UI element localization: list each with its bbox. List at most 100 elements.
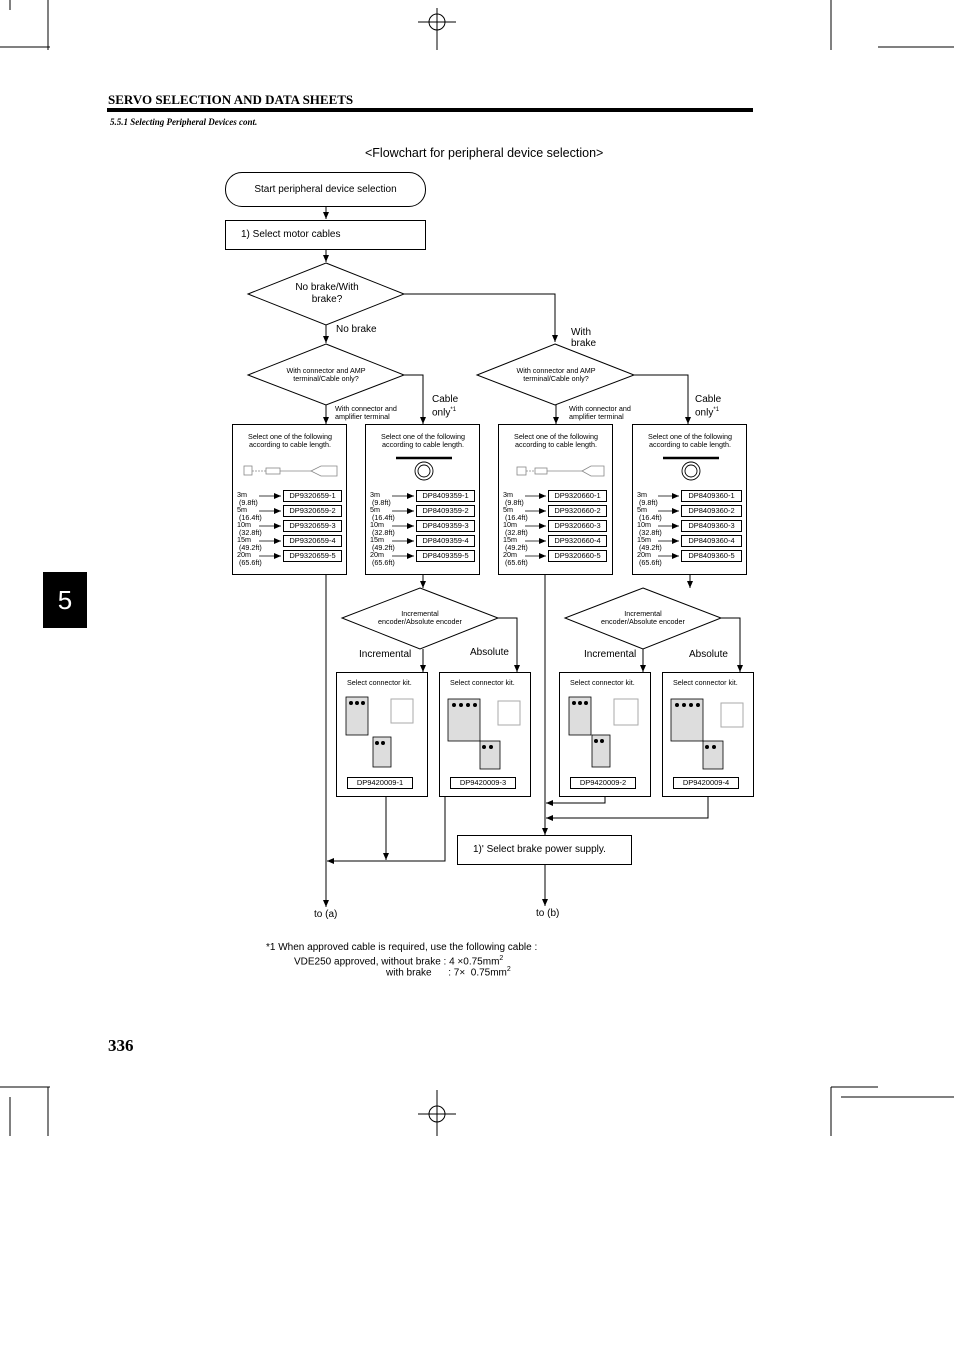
- decision-connector-label: With connector and AMP terminal/Cable on…: [286, 366, 366, 383]
- connector-kit-illustration: [670, 698, 744, 770]
- part-number: DP8409359-5: [416, 550, 475, 562]
- decision-connector-left: With connector and AMP terminal/Cable on…: [280, 360, 372, 390]
- absolute-label-right: Absolute: [689, 649, 728, 660]
- length-3m: 3m (9.8ft): [503, 490, 524, 507]
- length-20m: 20m (65.6ft): [637, 550, 662, 567]
- decision-brake: No brake/With brake?: [282, 278, 372, 310]
- step-label: 1) Select motor cables: [241, 229, 341, 240]
- kit-instruction: Select connector kit.: [450, 678, 515, 687]
- incremental-label-left: Incremental: [359, 649, 412, 660]
- part-number: DP8409360-2: [681, 505, 742, 517]
- part-number: DP8409359-1: [416, 490, 475, 502]
- length-5m: 5m (16.4ft): [637, 505, 662, 522]
- with-brake-label: With brake: [571, 327, 597, 349]
- cable-connector-illustration: [516, 465, 605, 477]
- length-15m: 15m (49.2ft): [637, 535, 662, 552]
- decision-encoder-label: Incremental encoder/Absolute encoder: [378, 609, 462, 626]
- chapter-tab: 5: [43, 572, 87, 628]
- connector-kit-illustration: [568, 696, 639, 768]
- footnote-line-1: *1 When approved cable is required, use …: [266, 942, 538, 953]
- length-10m: 10m (32.8ft): [637, 520, 662, 537]
- step-label: 1)' Select brake power supply.: [473, 844, 606, 855]
- cable-connector-illustration: [243, 465, 338, 477]
- part-number: DP9320660-2: [548, 505, 607, 517]
- kit-part-number: DP9420009-4: [673, 777, 739, 789]
- cable-box-instruction: Select one of the following according to…: [514, 432, 598, 449]
- length-10m: 10m (32.8ft): [503, 520, 528, 537]
- decision-encoder-left: Incremental encoder/Absolute encoder: [378, 602, 462, 634]
- footnote-line-2: VDE250 approved, without brake : 4 ×0.75…: [294, 955, 504, 968]
- part-number: DP9320659-4: [283, 535, 342, 547]
- kit-part-number: DP9420009-3: [450, 777, 516, 789]
- to-a-label: to (a): [314, 909, 338, 920]
- part-number: DP9320659-5: [283, 550, 342, 562]
- kit-instruction: Select connector kit.: [673, 678, 738, 687]
- kit-part-number: DP9420009-2: [570, 777, 636, 789]
- part-number: DP8409360-5: [681, 550, 742, 562]
- section-title: SERVO SELECTION AND DATA SHEETS: [108, 92, 354, 107]
- length-20m: 20m (65.6ft): [503, 550, 528, 567]
- part-number: DP9320659-1: [283, 490, 342, 502]
- cable-box-instruction: Select one of the following according to…: [648, 432, 732, 449]
- connector-kit-box-4: Select connector kit. DP9420009-4: [662, 672, 754, 797]
- crop-marks: [0, 0, 954, 1136]
- kit-instruction: Select connector kit.: [347, 678, 412, 687]
- footnote-mark: *1: [713, 407, 720, 413]
- part-number: DP9320660-5: [548, 550, 607, 562]
- subsection-title: 5.5.1 Selecting Peripheral Devices cont.: [110, 117, 258, 127]
- start-terminator: Start peripheral device selection: [225, 172, 426, 207]
- decision-connector-label: With connector and AMP terminal/Cable on…: [516, 366, 596, 383]
- page-number: 336: [108, 1036, 134, 1055]
- length-15m: 15m (49.2ft): [237, 535, 262, 552]
- part-number: DP8409360-4: [681, 535, 742, 547]
- connector-kit-box-3: Select connector kit. DP9420009-2: [559, 672, 651, 797]
- step-select-motor-cables: 1) Select motor cables: [225, 220, 426, 250]
- cable-only-text: Cable only: [432, 394, 459, 419]
- no-brake-label: No brake: [336, 324, 377, 335]
- length-3m: 3m (9.8ft): [370, 490, 391, 507]
- connector-kit-illustration: [345, 696, 414, 768]
- length-20m: 20m (65.6ft): [237, 550, 262, 567]
- length-3m: 3m (9.8ft): [237, 490, 258, 507]
- connector-kit-illustration: [447, 698, 521, 770]
- cable-coil-illustration: [396, 456, 452, 481]
- footnote-mark: *1: [450, 407, 457, 413]
- cable-only-label-left: Cable only*1: [432, 394, 462, 418]
- decision-encoder-label: Incremental encoder/Absolute encoder: [601, 609, 685, 626]
- part-number: DP9320660-1: [548, 490, 607, 502]
- decision-brake-label: No brake/With brake?: [295, 282, 359, 305]
- cable-only-text: Cable only: [695, 394, 722, 419]
- length-10m: 10m (32.8ft): [370, 520, 395, 537]
- part-number: DP8409359-3: [416, 520, 475, 532]
- length-5m: 5m (16.4ft): [370, 505, 395, 522]
- length-3m: 3m (9.8ft): [637, 490, 658, 507]
- length-10m: 10m (32.8ft): [237, 520, 262, 537]
- length-5m: 5m (16.4ft): [237, 505, 262, 522]
- length-15m: 15m (49.2ft): [503, 535, 528, 552]
- connector-kit-box-2: Select connector kit. DP9420009-3: [439, 672, 531, 797]
- length-5m: 5m (16.4ft): [503, 505, 528, 522]
- part-number: DP9320660-4: [548, 535, 607, 547]
- part-number: DP8409360-1: [681, 490, 742, 502]
- part-number: DP8409359-2: [416, 505, 475, 517]
- flowchart-title: <Flowchart for peripheral device selecti…: [365, 146, 604, 160]
- cable-box-instruction: Select one of the following according to…: [381, 432, 465, 449]
- cable-box-instruction: Select one of the following according to…: [248, 432, 332, 449]
- step-select-brake-power: 1)' Select brake power supply.: [457, 835, 632, 865]
- incremental-label-right: Incremental: [584, 649, 637, 660]
- part-number: DP9320659-3: [283, 520, 342, 532]
- part-number: DP9320659-2: [283, 505, 342, 517]
- part-number: DP9320660-3: [548, 520, 607, 532]
- part-number: DP8409359-4: [416, 535, 475, 547]
- footnote-line-3: with brake : 7× 0.75mm2: [386, 966, 511, 979]
- decision-connector-right: With connector and AMP terminal/Cable on…: [510, 360, 602, 390]
- kit-instruction: Select connector kit.: [570, 678, 635, 687]
- part-number: DP8409360-3: [681, 520, 742, 532]
- to-b-label: to (b): [536, 908, 560, 919]
- with-connector-label-left: With connector and amplifier terminal: [335, 404, 397, 421]
- start-label: Start peripheral device selection: [254, 184, 397, 195]
- kit-part-number: DP9420009-1: [347, 777, 413, 789]
- with-connector-label-right: With connector and amplifier terminal: [569, 404, 631, 421]
